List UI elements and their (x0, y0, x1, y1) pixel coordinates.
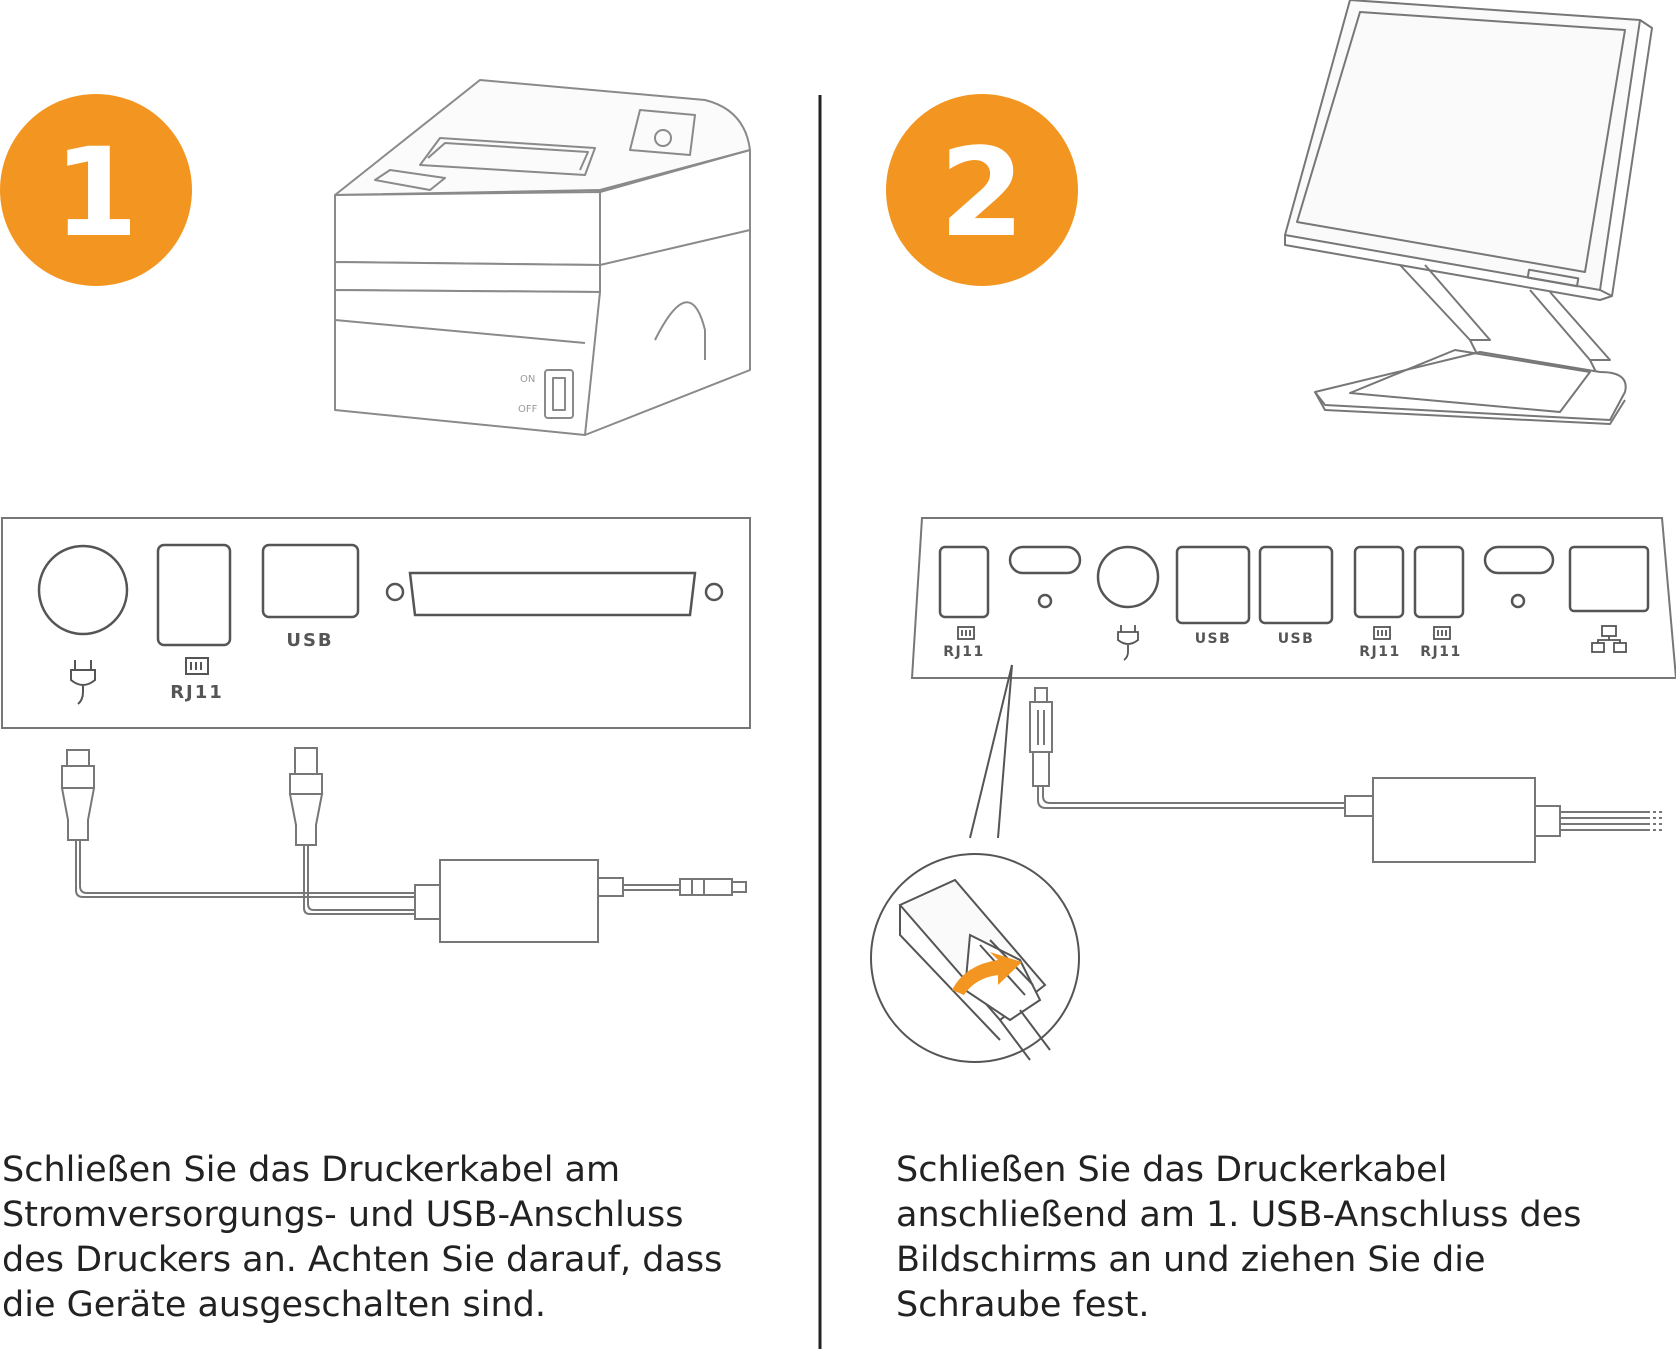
parallel-port (408, 571, 697, 617)
monitor-usb-port-2 (1258, 545, 1334, 625)
power-port (37, 544, 129, 636)
monitor-usb-label-1: USB (1195, 631, 1232, 647)
step2-instructions: Schließen Sie das Druckerkabel anschließ… (896, 1148, 1636, 1328)
printer-back-panel (1, 517, 751, 729)
step1-line-1: Schließen Sie das Druckerkabel am (2, 1150, 621, 1190)
switch-on-label: ON (520, 374, 535, 385)
step2-badge: 2 (886, 94, 1078, 286)
monitor-usb-port-1 (1175, 545, 1251, 625)
monitor-rj11-port-b (1353, 545, 1405, 619)
monitor-port-icons (957, 625, 1627, 661)
usb-label: USB (286, 630, 333, 651)
printer-illustration: ON OFF (334, 79, 751, 436)
rj11-port (156, 543, 232, 647)
rj11-label: RJ11 (170, 682, 224, 703)
screw-arrow-icon (952, 952, 1022, 995)
monitor-back-panel (910, 517, 1676, 679)
step1-number: 1 (54, 122, 139, 264)
switch-off-label: OFF (518, 404, 538, 415)
step2-line-3: Bildschirms an und ziehen Sie die (896, 1240, 1486, 1280)
zoom-callout (870, 664, 1080, 1063)
plug-icon (70, 660, 96, 705)
monitor-rj11-port-c (1413, 545, 1465, 619)
step1-line-4: die Geräte ausgeschalten sind. (2, 1285, 546, 1325)
step2-line-1: Schließen Sie das Druckerkabel (896, 1150, 1448, 1190)
rj11-icon (185, 657, 209, 675)
step2-number: 2 (940, 122, 1025, 264)
monitor-rj11-label-a: RJ11 (943, 644, 984, 660)
step1-instructions: Schließen Sie das Druckerkabel am Stromv… (2, 1148, 742, 1328)
printer-cable (60, 747, 747, 943)
step1-line-2: Stromversorgungs- und USB-Anschluss (2, 1195, 684, 1235)
monitor-lan-port (1568, 545, 1650, 613)
monitor-cable (1029, 687, 1665, 863)
monitor-rj11-port-a (938, 545, 990, 619)
monitor-illustration (1284, 0, 1653, 425)
step1-badge: 1 (0, 94, 192, 286)
usb-port (261, 543, 360, 619)
step2-line-4: Schraube fest. (896, 1285, 1150, 1325)
monitor-rj11-label-c: RJ11 (1420, 644, 1461, 660)
monitor-power-port (1096, 545, 1160, 609)
step2-line-2: anschließend am 1. USB-Anschluss des (896, 1195, 1582, 1235)
step1-line-3: des Druckers an. Achten Sie darauf, dass (2, 1240, 723, 1280)
monitor-usb-label-2: USB (1278, 631, 1315, 647)
monitor-rj11-label-b: RJ11 (1359, 644, 1400, 660)
